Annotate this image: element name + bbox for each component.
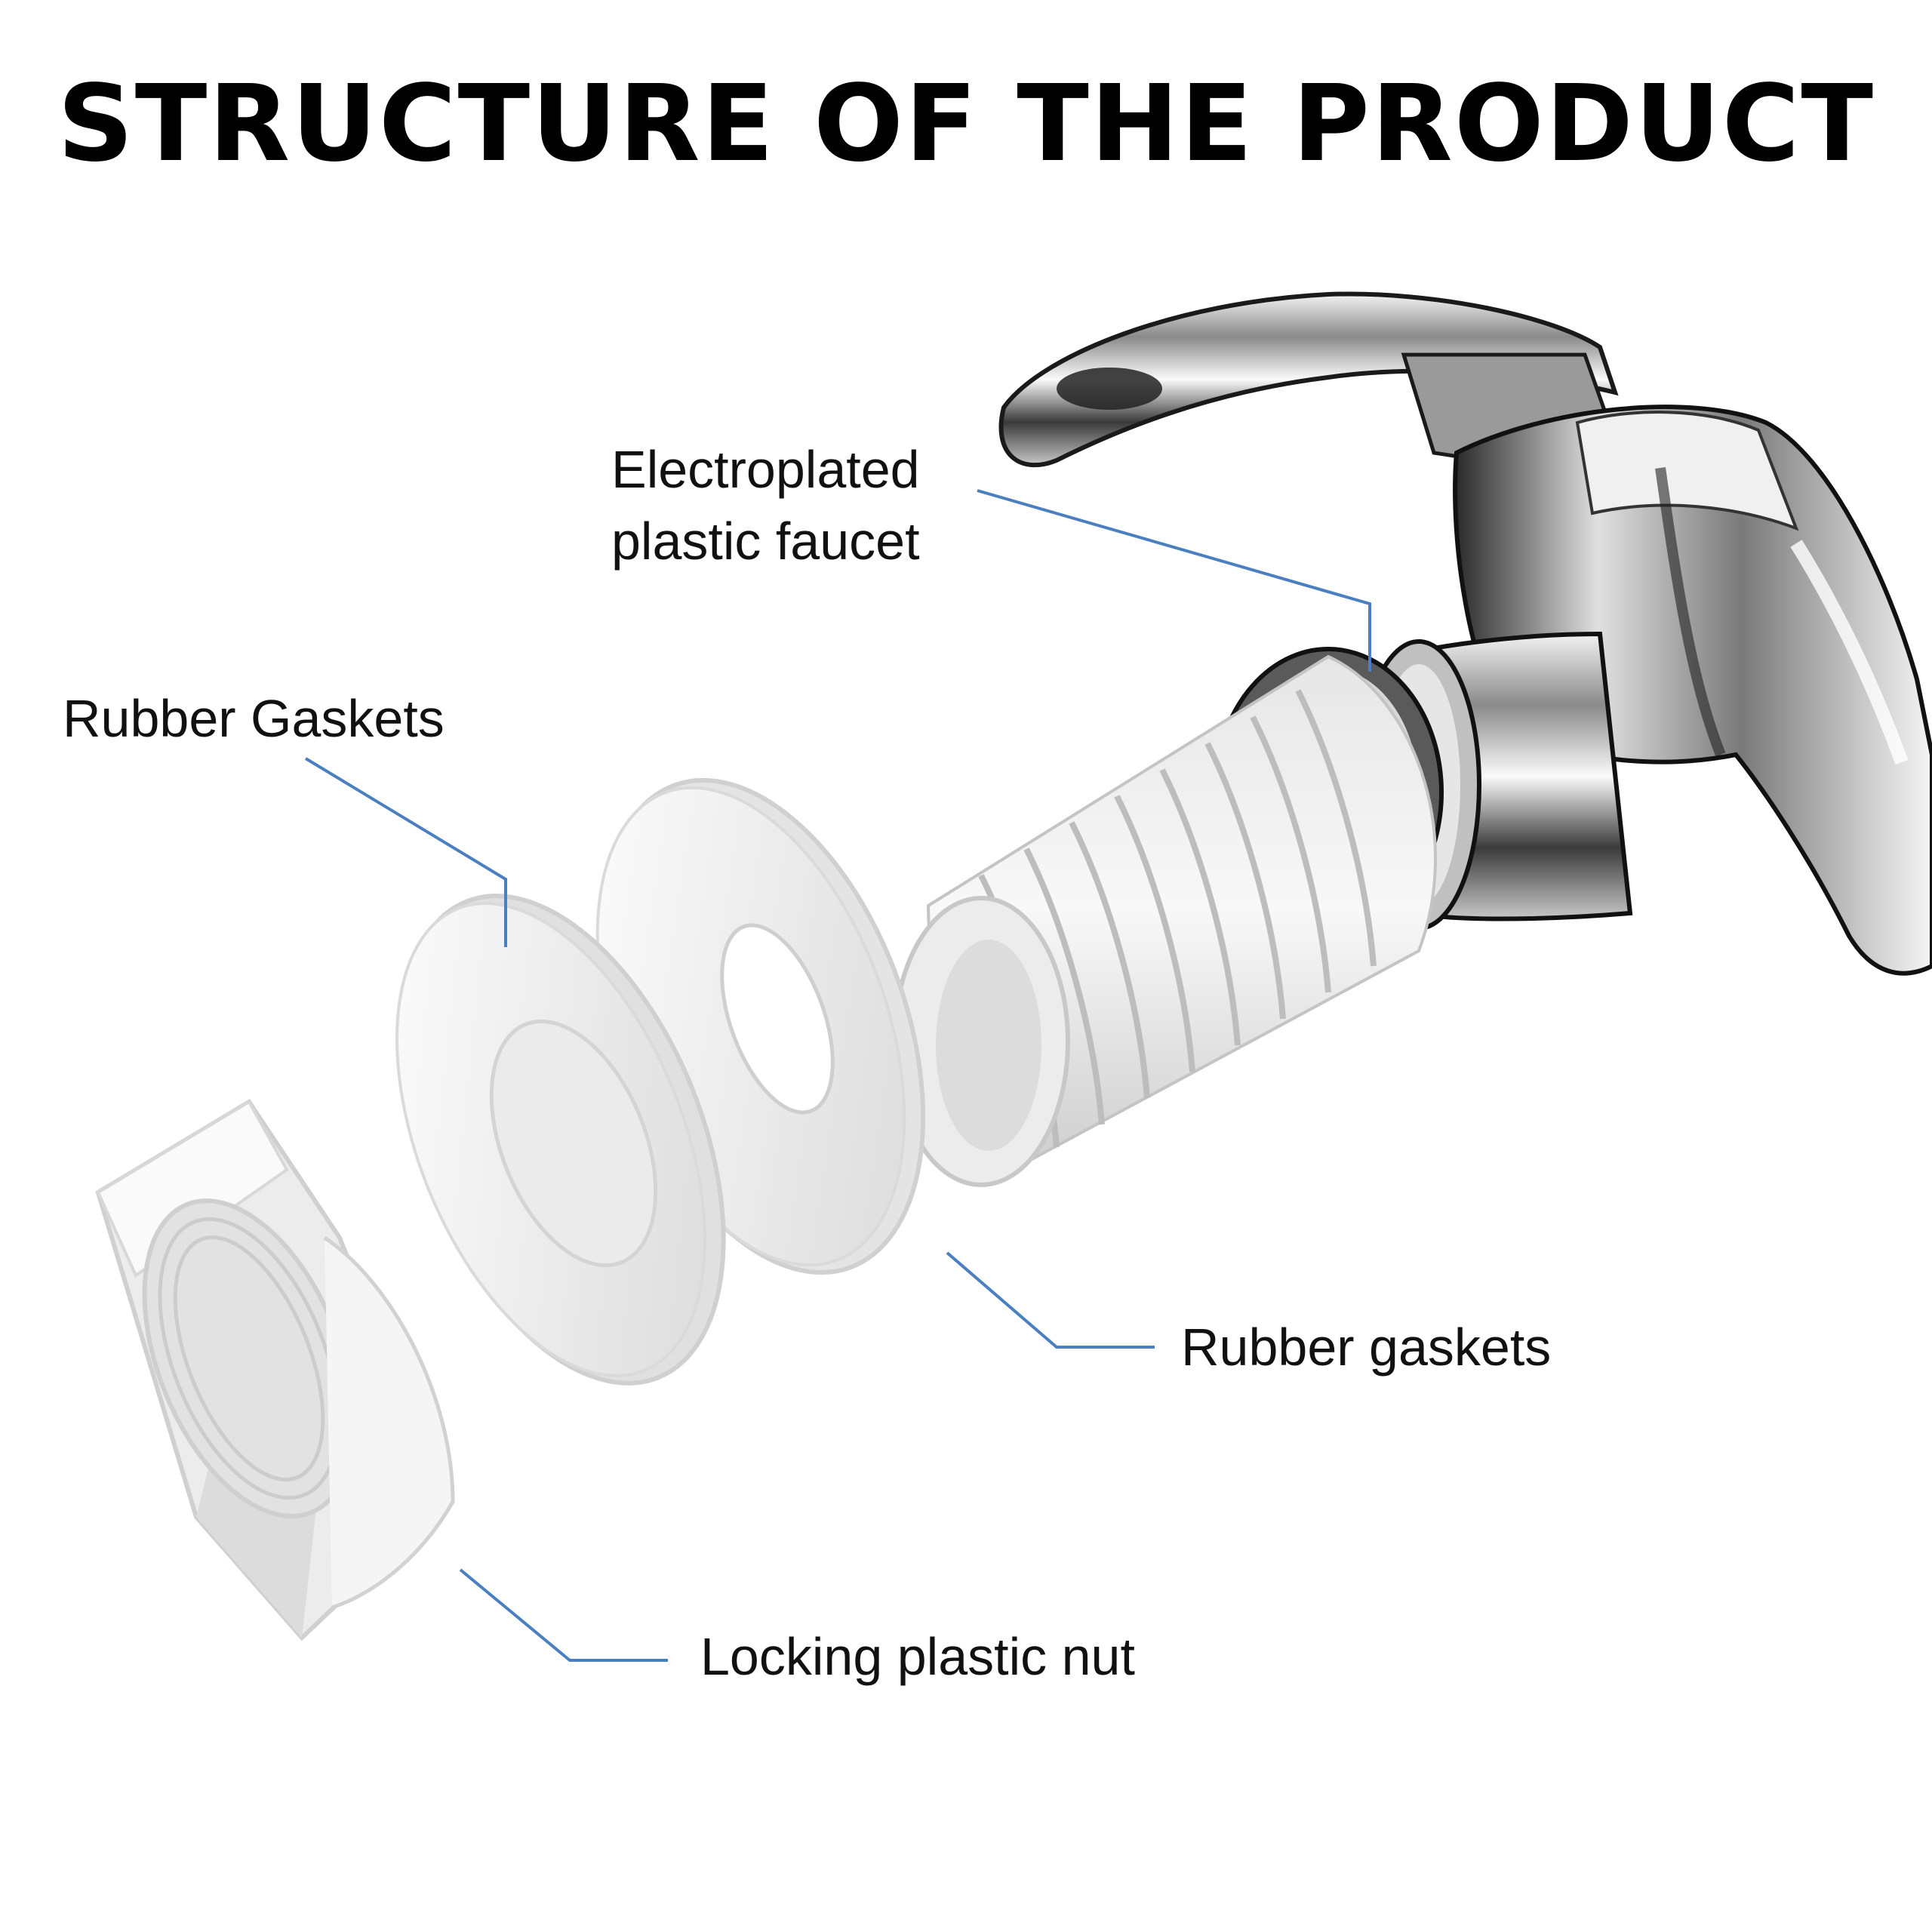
leader-line-gaskets-right [946,1251,1155,1349]
label-electroplated-faucet: Electroplated plastic faucet [611,434,920,577]
rubber-gasket-right [595,777,926,1275]
leader-lines [304,489,1371,1662]
label-rubber-gaskets-top: Rubber Gaskets [63,689,445,748]
leader-line-nut [459,1568,668,1662]
diagram-title: STRUCTURE OF THE PRODUCT [57,63,1875,186]
label-locking-nut: Locking plastic nut [700,1627,1135,1686]
threaded-shank [892,654,1438,1187]
leader-line-faucet [977,489,1371,672]
locking-nut [95,1098,455,1641]
label-rubber-gaskets-right: Rubber gaskets [1181,1318,1552,1377]
label-electroplated-line1: Electroplated [611,440,920,499]
label-electroplated-line2: plastic faucet [611,511,920,571]
rubber-gasket-left [395,894,726,1386]
leader-line-gaskets-top [304,757,507,947]
